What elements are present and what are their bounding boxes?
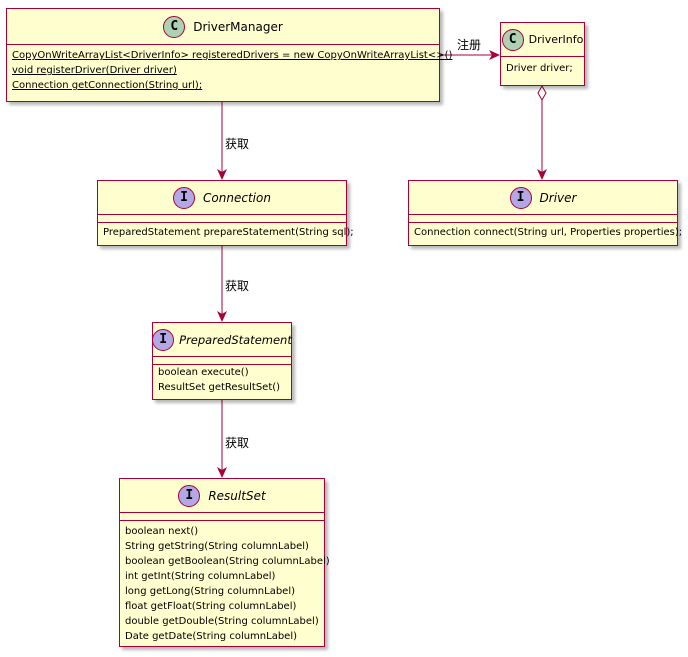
member-get-float: float getFloat(String columnLabel)	[125, 601, 297, 612]
field-driver: Driver driver;	[506, 63, 573, 74]
interface-icon: I	[509, 186, 532, 209]
interface-header: I Driver	[409, 181, 677, 215]
member-register-driver: void registerDriver(Driver driver)	[12, 65, 177, 76]
member-prepare-statement: PreparedStatement prepareStatement(Strin…	[103, 227, 354, 238]
edge-label-register: 注册	[457, 38, 482, 52]
edge-label-get-result-set: 获取	[225, 436, 250, 450]
member-next: boolean next()	[125, 526, 199, 537]
edge-label-get-connection: 获取	[225, 137, 250, 151]
interface-header: I PreparedStatement	[152, 323, 292, 357]
member-get-double: double getDouble(String columnLabel)	[125, 616, 319, 627]
separator	[98, 215, 346, 223]
interface-result-set: I ResultSet boolean next() String getStr…	[119, 478, 330, 648]
member-get-date: Date getDate(String columnLabel)	[125, 631, 298, 642]
arrowhead-result-set	[217, 467, 227, 478]
class-icon: C	[163, 15, 186, 38]
interface-header: I Connection	[98, 181, 346, 215]
class-name: DriverManager	[193, 19, 283, 34]
member-get-result-set: ResultSet getResultSet()	[158, 382, 281, 393]
member-get-string: String getString(String columnLabel)	[125, 541, 309, 552]
member-execute: boolean execute()	[158, 367, 249, 378]
interface-icon: I	[178, 484, 201, 507]
interface-prepared-statement: I PreparedStatement boolean execute() Re…	[152, 322, 292, 400]
interface-methods: Connection connect(String url, Propertie…	[409, 223, 683, 244]
interface-driver: I Driver Connection connect(String url, …	[408, 180, 683, 246]
separator	[409, 215, 677, 223]
interface-name: PreparedStatement	[179, 332, 292, 347]
class-driver-manager: C DriverManager CopyOnWriteArrayList<Dri…	[6, 8, 453, 102]
interface-name: Driver	[539, 190, 577, 205]
arrowhead-driver-info	[489, 50, 500, 60]
interface-name: ResultSet	[208, 488, 266, 503]
interface-methods: PreparedStatement prepareStatement(Strin…	[98, 223, 354, 244]
class-driver-info: C DriverInfo Driver driver;	[500, 22, 585, 86]
aggregation-diamond	[537, 84, 547, 102]
interface-header: I ResultSet	[120, 479, 324, 513]
interface-connection: I Connection PreparedStatement prepareSt…	[97, 180, 354, 246]
class-fields: Driver driver;	[501, 57, 584, 80]
arrowhead-prepared-statement	[217, 311, 227, 322]
arrowhead-driver	[537, 169, 547, 180]
member-get-int: int getInt(String columnLabel)	[125, 571, 276, 582]
arrowhead-connection	[217, 169, 227, 180]
class-header: C DriverInfo	[501, 23, 584, 57]
interface-methods: boolean next() String getString(String c…	[120, 521, 330, 648]
class-header: C DriverManager	[7, 9, 439, 45]
interface-methods: boolean execute() ResultSet getResultSet…	[153, 365, 291, 399]
interface-icon: I	[152, 328, 175, 351]
separator	[153, 357, 291, 365]
separator	[120, 513, 324, 521]
member-get-connection: Connection getConnection(String url);	[12, 80, 203, 91]
class-methods: CopyOnWriteArrayList<DriverInfo> registe…	[7, 45, 453, 97]
interface-icon: I	[173, 186, 196, 209]
interface-name: Connection	[203, 190, 271, 205]
edge-label-get-statement: 获取	[225, 279, 250, 293]
member-connect: Connection connect(String url, Propertie…	[414, 227, 683, 238]
class-icon: C	[501, 28, 524, 51]
member-registered-drivers: CopyOnWriteArrayList<DriverInfo> registe…	[12, 50, 453, 61]
class-name: DriverInfo	[528, 33, 584, 46]
member-get-boolean: boolean getBoolean(String columnLabel)	[125, 556, 330, 567]
member-get-long: long getLong(String columnLabel)	[125, 586, 295, 597]
